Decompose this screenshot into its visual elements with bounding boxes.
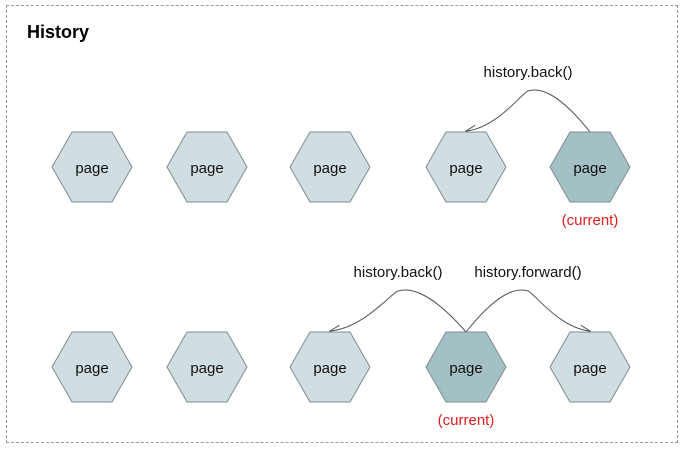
current-page-node: page [549,131,631,203]
diagram-title: History [27,22,90,42]
hexagon-shape [166,331,248,403]
hexagon-shape [51,131,133,203]
page-node: page [51,131,133,203]
diagram-frame [6,5,678,443]
page-node-label: page [313,160,346,177]
page-node-label: page [573,160,606,177]
hexagon-shape [289,131,371,203]
arrow-label: history.forward() [474,264,581,281]
page-node-label: page [449,160,482,177]
page-node: page [166,331,248,403]
page-node-label: page [449,360,482,377]
page-node-label: page [75,360,108,377]
page-node: page [425,131,507,203]
page-node: page [51,331,133,403]
hexagon-shape [549,331,631,403]
hexagon-shape [289,331,371,403]
page-node-label: page [313,360,346,377]
back-arrow [330,289,467,332]
back-arrow [466,89,591,132]
page-node: page [289,331,371,403]
current-page-node: page [425,331,507,403]
hexagon-shape [549,131,631,203]
hexagon-shape [425,331,507,403]
hexagon-shape [51,331,133,403]
page-node: page [166,131,248,203]
page-node-label: page [75,160,108,177]
hexagon-shape [425,131,507,203]
forward-arrow [465,289,590,332]
page-node-label: page [190,160,223,177]
arrow-label: history.back() [354,264,443,281]
arrow-label: history.back() [484,64,573,81]
page-node-label: page [190,360,223,377]
page-node: page [289,131,371,203]
page-node-label: page [573,360,606,377]
page-node: page [549,331,631,403]
hexagon-shape [166,131,248,203]
current-marker-label: (current) [562,212,619,229]
current-marker-label: (current) [438,412,495,429]
